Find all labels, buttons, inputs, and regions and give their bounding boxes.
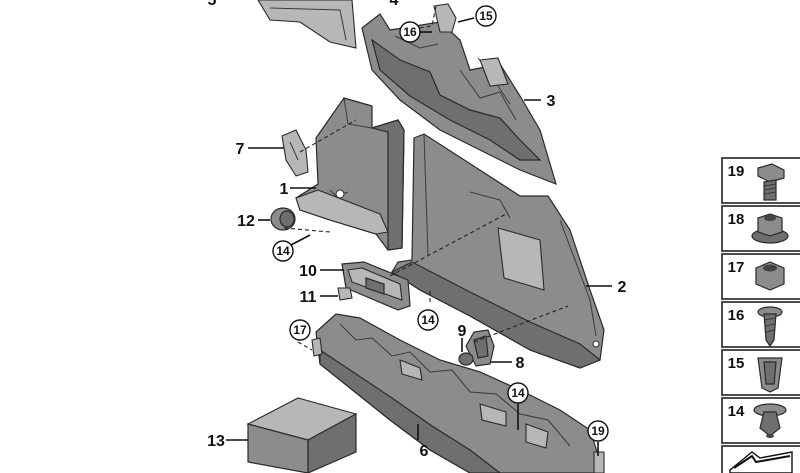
part-6-floor-carrier [315, 313, 605, 473]
callout-19: 19 [591, 424, 605, 438]
flange-nut-icon [751, 213, 789, 244]
callout-13: 13 [207, 433, 225, 450]
callout-14b-circle: 14 [417, 309, 439, 331]
callout-16-circle: 16 [399, 21, 421, 43]
expanding-clip-icon [757, 357, 783, 393]
small-parts-panel: 19 18 17 16 15 14 [721, 157, 800, 473]
callout-14a: 14 [276, 244, 290, 258]
callout-15: 15 [479, 9, 493, 23]
assembly-dash-lines [283, 5, 569, 351]
part-7-clip-bracket [281, 129, 309, 177]
part-8-9-grommet [458, 329, 495, 367]
parts-panel-number-16: 16 [728, 307, 745, 324]
parts-panel-number-14: 14 [728, 403, 745, 420]
callout-14b: 14 [421, 313, 435, 327]
callout-4: 4 [390, 0, 399, 9]
callout-3: 3 [547, 93, 556, 110]
callout-2: 2 [618, 279, 627, 296]
callout-14c: 14 [511, 386, 525, 400]
callout-6: 6 [420, 443, 429, 460]
callout-5: 5 [208, 0, 217, 9]
push-rivet-icon [753, 403, 787, 438]
callout-16: 16 [403, 25, 417, 39]
parts-panel-number-18: 18 [728, 211, 745, 228]
callout-19-circle: 19 [587, 420, 609, 442]
hex-bolt-icon [757, 163, 785, 201]
part-2-large-panel [390, 133, 605, 369]
part-1-side-panel [295, 97, 405, 251]
part-clips [311, 3, 605, 473]
callout-11: 11 [300, 289, 317, 306]
callout-7: 7 [236, 141, 245, 158]
parts-panel-number-19: 19 [728, 163, 745, 180]
leader-lines [226, 17, 612, 456]
callout-15-circle: 15 [475, 5, 497, 27]
part-5-trim [257, 0, 357, 49]
arrow-icon [729, 451, 793, 473]
callout-12: 12 [237, 213, 255, 230]
parts-panel-number-15: 15 [728, 355, 745, 372]
callout-17: 17 [293, 323, 307, 337]
callout-10: 10 [299, 263, 317, 280]
callout-8: 8 [516, 355, 525, 372]
callout-1: 1 [280, 181, 289, 198]
part-13-box [246, 397, 358, 473]
part-12-cap [270, 207, 296, 231]
callout-17-circle: 17 [289, 319, 311, 341]
screw-icon [757, 306, 783, 348]
callout-14c-circle: 14 [507, 382, 529, 404]
callout-9: 9 [458, 323, 467, 340]
hex-nut-icon [755, 261, 785, 291]
callout-14a-circle: 14 [272, 240, 294, 262]
parts-panel-number-17: 17 [728, 259, 745, 276]
